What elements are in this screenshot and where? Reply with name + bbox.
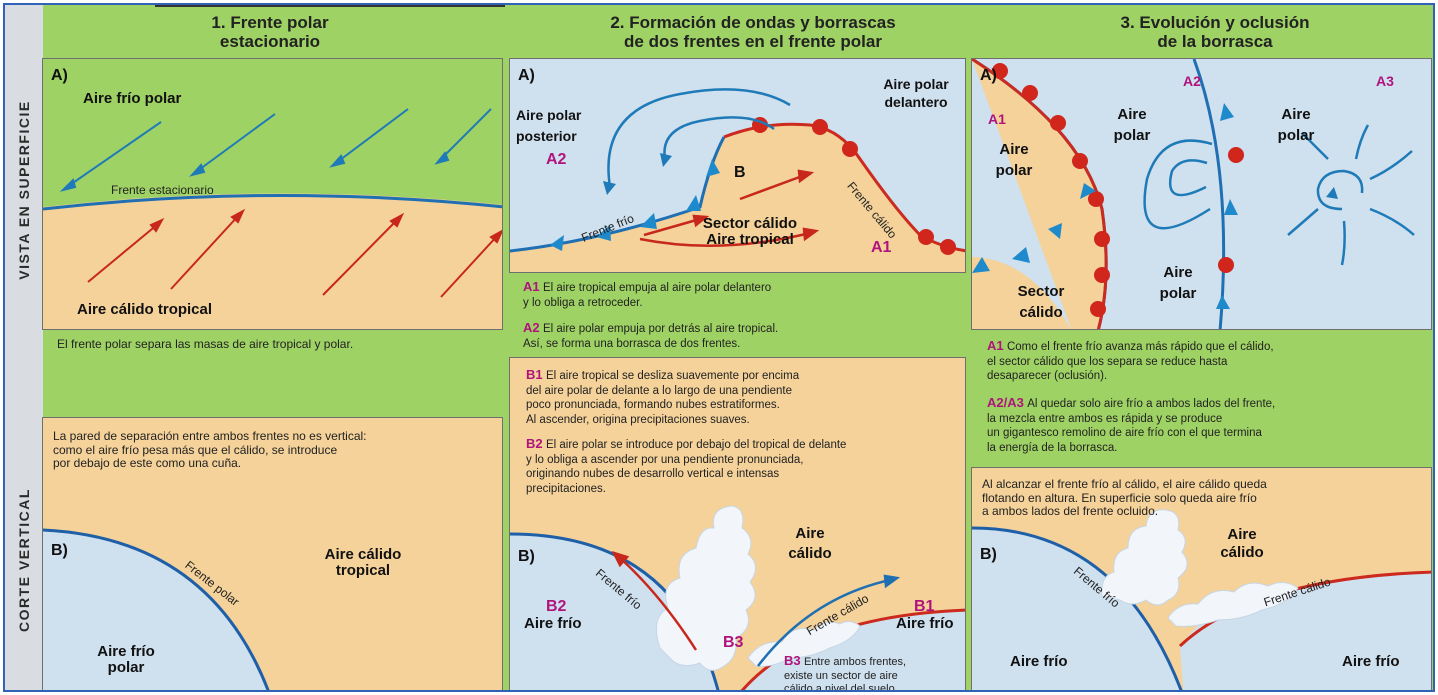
col2-note-a1-text: El aire tropical empuja al aire polar de… (523, 282, 772, 309)
col1-panel-a-drawing (43, 108, 502, 329)
col2-note-b2-text: El aire polar se introduce por debajo de… (526, 439, 847, 495)
col3-b-letter: B) (980, 546, 997, 563)
col2-b1-marker: B1 (914, 598, 935, 615)
col1-b-letter: B) (51, 542, 68, 559)
col1-panel-b-drawing (43, 528, 270, 690)
col2-b-letter: B) (518, 548, 535, 565)
col2-warm-air-label: Aire cálido (788, 525, 832, 562)
col2-panel-a-drawing (510, 88, 965, 272)
col2-note-a2-tag: A2 (523, 320, 540, 335)
col3-cold-left-label: Aire frío (1010, 653, 1068, 670)
col3-panel-b: Al alcanzar el frente frío al cálido, el… (971, 467, 1432, 690)
col3-panel-a: A) A1 Aire polar A2 Aire polar A3 Aire p… (971, 58, 1432, 330)
col1-warm-tropical-label: Aire cálido tropical (324, 546, 402, 579)
col3-warm-sector-label: Sector cálido (1017, 283, 1065, 321)
col2-posterior-label: Aire polar posterior (516, 107, 582, 144)
col2-note-a2-text: El aire polar empuja por detrás al aire … (523, 323, 779, 350)
col1-b-text: La pared de separación entre ambos frent… (53, 429, 367, 470)
col3-a-letter: A) (980, 67, 997, 84)
col3-panel-a-drawing (972, 59, 1415, 329)
col2-b3-marker: B3 (723, 634, 744, 651)
col2-note-b1: B1 El aire tropical se desliza suavement… (526, 367, 965, 427)
col2-b-marker: B (734, 164, 746, 181)
col3-a1-marker: A1 (988, 111, 1006, 127)
col2-delantero-label: Aire polar delantero (883, 76, 949, 110)
col2-note-b1-tag: B1 (526, 367, 543, 382)
col2-warm-sector-label: Sector cálido Aire tropical (702, 215, 798, 248)
col2-b1-cold-label: Aire frío (896, 615, 954, 632)
diagram-frame: VISTA EN SUPERFICIE CORTE VERTICAL 1. Fr… (3, 3, 1435, 692)
col2-panel-b: B1 El aire tropical se desliza suavement… (509, 357, 966, 692)
col1-panel-b: La pared de separación entre ambos frent… (42, 417, 503, 690)
col3-cold-right-label: Aire frío (1342, 653, 1400, 670)
col3-note-a2a3-tag: A2/A3 (987, 395, 1024, 410)
col1-front-label: Frente estacionario (111, 183, 214, 197)
col3-b-text: Al alcanzar el frente frío al cálido, el… (982, 477, 1267, 518)
col1-a-letter: A) (51, 67, 68, 84)
col2-note-b3: B3 Entre ambos frentes, existe un sector… (784, 653, 964, 692)
side-label-bar (5, 5, 43, 690)
col2-note-a2: A2 El aire polar empuja por detrás al ai… (523, 321, 963, 351)
header-rule (155, 5, 505, 7)
col2-panel-a: A) Aire polar posterior Aire polar delan… (509, 58, 966, 273)
col1-cold-air-label: Aire frío polar (83, 90, 182, 107)
col1-cold-polar-label: Aire frío polar (97, 643, 155, 676)
col2-note-b2-tag: B2 (526, 436, 543, 451)
col2-note-b2: B2 El aire polar se introduce por debajo… (526, 436, 965, 496)
side-label-surface: VISTA EN SUPERFICIE (16, 100, 32, 280)
col2-note-a1-tag: A1 (523, 279, 540, 294)
side-label-vertical: CORTE VERTICAL (16, 488, 32, 632)
col2-note-b1-text: El aire tropical se desliza suavemente p… (526, 370, 800, 426)
col3-a1-air-label: Aire polar (995, 141, 1033, 179)
column-1-title: 1. Frente polar estacionario (211, 13, 329, 51)
col3-note-a1-tag: A1 (987, 338, 1004, 353)
col2-a2-marker: A2 (546, 151, 567, 168)
col2-b2-marker: B2 (546, 598, 567, 615)
col3-lower-air-label: Aire polar (1159, 264, 1197, 302)
col1-caption: El frente polar separa las masas de aire… (57, 337, 354, 351)
col2-a1-marker: A1 (871, 239, 892, 256)
col1-panel-a: A) Aire frío polar Frente estacionario A… (42, 58, 503, 330)
col3-a3-marker: A3 (1376, 73, 1394, 89)
column-3-title: 3. Evolución y oclusión de la borrasca (1120, 13, 1310, 51)
col2-panel-b-drawing (510, 505, 965, 690)
col1-warm-air-label: Aire cálido tropical (77, 301, 213, 318)
col3-a2-marker: A2 (1183, 73, 1201, 89)
col2-b2-cold-label: Aire frío (524, 615, 582, 632)
col3-a2-air-label: Aire polar (1113, 106, 1151, 144)
col3-a3-air-label: Aire polar (1277, 106, 1315, 144)
col3-warm-air-label: Aire cálido (1220, 526, 1264, 561)
col2-note-a1: A1 El aire tropical empuja al aire polar… (523, 280, 963, 310)
col2-a-letter: A) (518, 67, 535, 84)
col3-note-a2a3-text: Al quedar solo aire frío a ambos lados d… (987, 398, 1276, 454)
col3-note-a1-text: Como el frente frío avanza más rápido qu… (987, 341, 1274, 382)
col3-note-a2a3: A2/A3 Al quedar solo aire frío a ambos l… (987, 396, 1427, 455)
col3-note-a1: A1 Como el frente frío avanza más rápido… (987, 339, 1427, 384)
column-2-title: 2. Formación de ondas y borrascas de dos… (610, 13, 896, 51)
col2-note-b3-text: Entre ambos frentes, existe un sector de… (784, 656, 907, 692)
col2-note-b3-tag: B3 (784, 653, 801, 668)
col3-panel-b-drawing (972, 509, 1431, 690)
